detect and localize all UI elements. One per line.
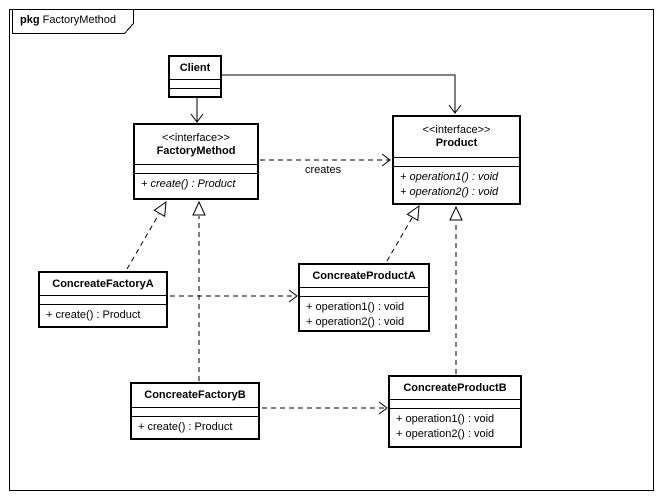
class-name: ConcreateFactoryA — [52, 277, 154, 290]
operation: + operation2() : void — [306, 316, 405, 328]
edge-factorymethod-creates-product — [260, 153, 391, 167]
operations-compartment: + create() : Product — [135, 173, 257, 198]
operations-compartment — [170, 88, 220, 96]
class-concreateproductb: ConcreateProductB + operation1() : void … — [388, 375, 522, 448]
operations-compartment: + create() : Product — [132, 416, 258, 438]
edge-client-to-product — [222, 74, 462, 114]
class-name: Product — [435, 137, 478, 149]
edge-label-creates: creates — [303, 164, 344, 176]
class-header: ConcreateFactoryA — [40, 273, 166, 295]
edge-concreatefactoryb-creates-concreateproductb — [262, 401, 388, 415]
attributes-compartment — [300, 287, 428, 296]
class-client: Client — [168, 55, 222, 98]
operation: + create() : Product — [141, 178, 236, 190]
package-name: FactoryMethod — [42, 14, 116, 26]
operation: + create() : Product — [138, 421, 233, 433]
class-name: ConcreateFactoryB — [144, 389, 246, 401]
class-factorymethod: <<interface>> FactoryMethod + create() :… — [133, 123, 259, 200]
edge-concreateproducta-realizes-product — [386, 204, 420, 262]
edge-concreateproductb-realizes-product — [449, 205, 463, 374]
class-concreatefactoryb: ConcreateFactoryB + create() : Product — [130, 382, 260, 440]
edge-client-to-factorymethod — [190, 98, 204, 123]
stereotype: <<interface>> — [162, 131, 230, 144]
operation: + create() : Product — [46, 309, 141, 321]
class-concreatefactorya: ConcreateFactoryA + create() : Product — [38, 271, 168, 328]
attributes-compartment — [132, 407, 258, 416]
class-header: ConcreateProductB — [390, 377, 520, 399]
operation: + operation1() : void — [396, 413, 495, 425]
class-header: ConcreateProductA — [300, 265, 428, 287]
class-name: FactoryMethod — [156, 144, 236, 157]
operation: + operation1() : void — [400, 171, 499, 183]
class-header: <<interface>> Product — [394, 117, 519, 157]
package-tab — [12, 9, 134, 34]
operations-compartment: + create() : Product — [40, 304, 166, 326]
package-keyword: pkg — [20, 14, 40, 26]
attributes-compartment — [40, 295, 166, 304]
operations-compartment: + operation1() : void + operation2() : v… — [300, 296, 428, 330]
class-header: ConcreateFactoryB — [132, 384, 258, 407]
operation: + operation2() : void — [400, 186, 499, 198]
package-title: pkg FactoryMethod — [20, 14, 116, 26]
edge-concreatefactorya-creates-concreateproducta — [170, 289, 298, 303]
attributes-compartment — [390, 399, 520, 408]
attributes-compartment — [135, 164, 257, 173]
attributes-compartment — [394, 157, 519, 166]
class-name: Client — [179, 61, 211, 74]
class-concreateproducta: ConcreateProductA + operation1() : void … — [298, 263, 430, 332]
operation: + operation1() : void — [306, 301, 405, 313]
edge-concreatefactorya-realizes-factorymethod — [126, 200, 167, 270]
class-header: Client — [170, 57, 220, 79]
operation: + operation2() : void — [396, 428, 495, 440]
class-product: <<interface>> Product + operation1() : v… — [392, 115, 521, 205]
class-name: ConcreateProductA — [312, 269, 416, 282]
class-name: ConcreateProductB — [403, 381, 507, 394]
operations-compartment: + operation1() : void + operation2() : v… — [390, 408, 520, 446]
operations-compartment: + operation1() : void + operation2() : v… — [394, 166, 519, 203]
stereotype: <<interface>> — [422, 124, 491, 136]
package-frame — [9, 9, 654, 491]
edge-concreatefactoryb-realizes-factorymethod — [192, 200, 206, 381]
class-header: <<interface>> FactoryMethod — [135, 125, 257, 164]
attributes-compartment — [170, 79, 220, 88]
